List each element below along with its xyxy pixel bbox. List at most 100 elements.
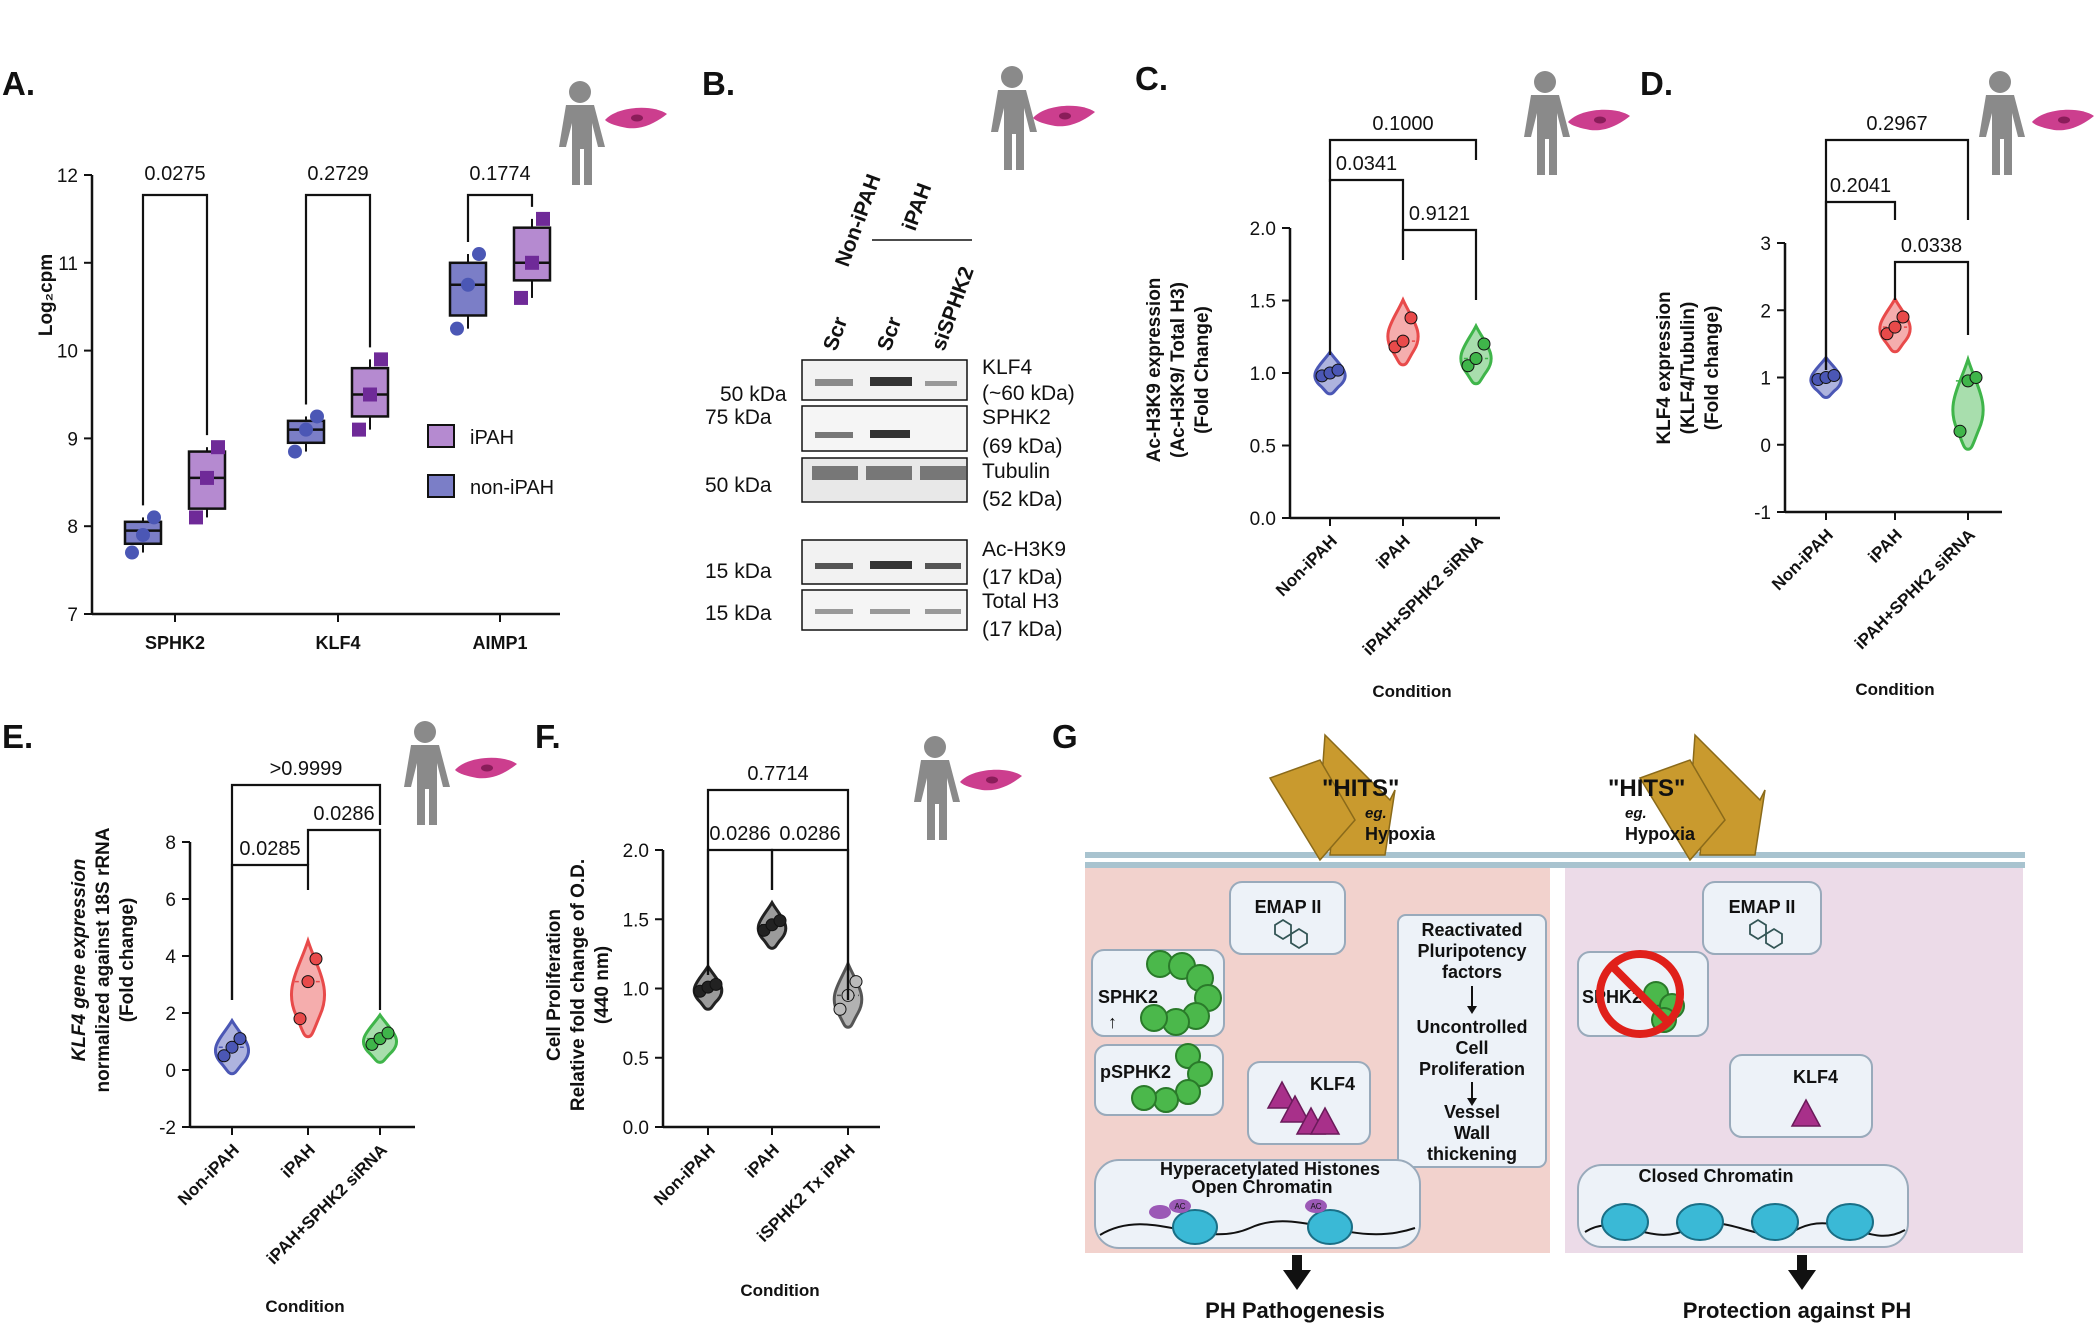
p-value-label: 0.0341 (1336, 153, 1397, 175)
flow-text: thickening (1427, 1144, 1517, 1164)
y-tick-label: 2.0 (623, 841, 649, 862)
panel-d-xlabel: Condition (1855, 680, 1934, 699)
y-tick-label: 12 (57, 166, 78, 187)
panel-d: D. KLF4 expression (KLF4/Tubulin) (Fold … (1640, 65, 2094, 699)
blot-name: Tubulin (982, 460, 1050, 483)
blot-size: (17 kDa) (982, 618, 1063, 641)
flow-text: Cell (1455, 1038, 1488, 1058)
ylabel-line: Cell Proliferation (544, 909, 565, 1061)
klf4-label: KLF4 (1793, 1067, 1838, 1087)
panel-a-ylabel: Log₂cpm (36, 254, 57, 336)
cell-icon (2032, 109, 2094, 131)
panel-b: B. Non-iPAH iPAH Scr Scr siSPHK2 50 kDa … (702, 65, 1095, 641)
y-tick-label: 1.5 (1250, 292, 1276, 313)
panel-a-legend: iPAH non-iPAH (427, 424, 554, 499)
panel-d-ylabel: KLF4 expression (KLF4/Tubulin) (Fold cha… (1654, 291, 1723, 444)
up-arrow-icon: ↑ (1108, 1012, 1117, 1032)
x-tick-label: SPHK2 (145, 633, 205, 653)
person-icon (404, 721, 450, 825)
ylabel-line: (KLF4/Tubulin) (1678, 302, 1699, 435)
cell-icon (960, 769, 1022, 791)
significance-bracket (1328, 138, 1478, 182)
psphk2-box-left: pSPHK2 (1094, 1043, 1224, 1116)
ylabel-line: (Fold Change) (1192, 306, 1213, 434)
blot-name: KLF4 (982, 356, 1033, 379)
blot-ach3k9: 15 kDa Ac-H3K9 (17 kDa) (705, 538, 1066, 589)
data-point (1461, 359, 1475, 373)
y-tick-label: 0.0 (1250, 509, 1276, 530)
data-point (136, 527, 150, 542)
ylabel-line: Ac-H3K9 expression (1144, 278, 1165, 463)
p-value-label: 0.0338 (1901, 235, 1962, 257)
p-value-label: 0.2041 (1830, 175, 1891, 197)
y-tick-label: 8 (165, 833, 176, 854)
triangle-cluster-icon (1266, 1080, 1341, 1135)
hexagon-icon (1749, 918, 1783, 950)
x-tick-label: Non-iPAH (650, 1140, 719, 1209)
blot-name: SPHK2 (982, 406, 1051, 429)
ylabel-line: (Ac-H3K9/ Total H3) (1168, 282, 1189, 458)
x-tick-label: iPAH+SPHK2 siRNA (263, 1140, 391, 1268)
blot-totalh3: 15 kDa Total H3 (17 kDa) (705, 589, 1063, 641)
significance-bracket (304, 193, 372, 405)
panel-a-label: A. (2, 65, 35, 102)
data-point (514, 290, 528, 305)
sphk2-box-left: SPHK2 ↑ (1091, 949, 1225, 1037)
p-value-label: 0.1000 (1372, 113, 1433, 135)
blot-name: Ac-H3K9 (982, 538, 1066, 561)
y-tick-label: 8 (67, 517, 78, 538)
wb-group-iPAH: iPAH (898, 180, 936, 234)
ac-label: AC (1310, 1202, 1321, 1211)
violin-body (1386, 296, 1420, 367)
cell-icon (455, 757, 517, 779)
y-tick-label: 0.5 (1250, 437, 1276, 458)
panel-c-ylabel: Ac-H3K9 expression (Ac-H3K9/ Total H3) (… (1144, 278, 1213, 463)
y-tick-label: 4 (165, 947, 176, 968)
membrane-outer (1085, 852, 2025, 858)
person-icon (991, 66, 1037, 170)
chromatin-box-left: Hyperacetylated Histones Open Chromatin … (1094, 1159, 1421, 1249)
y-tick-label: 1.0 (623, 980, 649, 1001)
hypoxia-label-right: Hypoxia (1625, 824, 1696, 844)
x-tick-label: iPAH+SPHK2 siRNA (1851, 525, 1979, 653)
x-tick-label: iPAH+SPHK2 siRNA (1359, 531, 1487, 659)
flow-text: Vessel (1444, 1102, 1500, 1122)
y-tick-label: 2 (1760, 301, 1771, 322)
hits-arrow-left (1268, 733, 1396, 862)
box-body (512, 226, 552, 282)
y-tick-label: -1 (1754, 503, 1771, 524)
panel-c: C. Ac-H3K9 expression (Ac-H3K9/ Total H3… (1135, 60, 1630, 701)
data-point (472, 247, 486, 262)
blot-marker: 75 kDa (705, 406, 772, 429)
data-point (233, 1032, 247, 1046)
data-point (1469, 352, 1483, 365)
panel-c-xlabel: Condition (1372, 682, 1451, 701)
prohibited-icon (1596, 950, 1684, 1038)
data-point (1477, 337, 1491, 351)
blot-tubulin: 50 kDa Tubulin (52 kDa) (705, 457, 1063, 511)
p-value-label: 0.0285 (239, 838, 300, 860)
person-icon (559, 81, 605, 185)
blot-klf4: 50 kDa KLF4 (~60 kDa) (720, 356, 1075, 406)
chromatin-text: Open Chromatin (1191, 1177, 1332, 1197)
panel-a-marks (123, 193, 552, 560)
box-body (187, 450, 227, 510)
person-icon (914, 736, 960, 840)
panel-a-pvalue-klf4: 0.2729 (307, 163, 368, 185)
protein-cluster-icon (1140, 950, 1222, 1036)
blot-marker: 50 kDa (705, 474, 772, 497)
legend-label-ipah: iPAH (470, 427, 514, 449)
triangle-icon (1790, 1098, 1822, 1127)
data-point (211, 440, 225, 455)
hits-label-left: "HITS" (1322, 775, 1399, 802)
ylabel-line: KLF4 expression (1654, 291, 1675, 444)
data-point (525, 255, 539, 270)
blot-size: (~60 kDa) (982, 382, 1075, 405)
legend-swatch-nonipah (427, 474, 455, 498)
significance-bracket (230, 863, 310, 1000)
data-point (225, 1040, 239, 1054)
